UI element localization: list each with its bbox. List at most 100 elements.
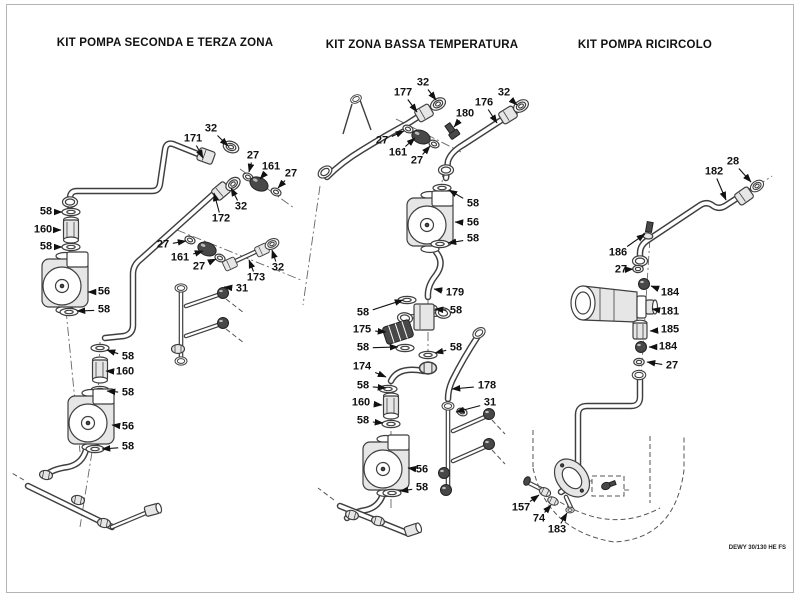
callout-arrow-160 (373, 400, 383, 408)
part-callout-58: 58 (39, 205, 53, 218)
part-callout-56: 56 (121, 420, 135, 433)
callout-arrow-56 (407, 465, 417, 473)
callout-arrow-31 (455, 405, 481, 414)
callout-arrow-27 (207, 258, 217, 266)
part-callout-74: 74 (532, 512, 546, 525)
part-callout-58: 58 (97, 303, 111, 316)
callout-arrow-58 (434, 306, 447, 314)
callout-arrow-27 (172, 239, 187, 246)
callout-arrow-157 (529, 494, 540, 503)
callout-arrow-58 (372, 299, 404, 311)
part-callout-58: 58 (415, 481, 429, 494)
callout-arrow-177 (407, 99, 418, 113)
part-callout-58: 58 (449, 304, 463, 317)
part-callout-184: 184 (658, 340, 678, 353)
part-callout-27: 27 (284, 167, 298, 180)
callout-arrow-172 (212, 192, 220, 213)
callout-arrow-27 (646, 360, 663, 367)
part-callout-177: 177 (393, 86, 413, 99)
part-callout-27: 27 (410, 154, 424, 167)
part-callout-161: 161 (261, 160, 281, 173)
diagram-title-zona-bassa-temperatura: KIT ZONA BASSA TEMPERATURA (325, 39, 519, 51)
part-callout-31: 31 (235, 282, 249, 295)
part-callout-32: 32 (271, 261, 285, 274)
part-callout-58: 58 (121, 350, 135, 363)
recirculation-pump-illustration (570, 285, 659, 323)
part-callout-58: 58 (466, 197, 480, 210)
part-callout-27: 27 (246, 149, 260, 162)
callout-arrow-28 (738, 168, 752, 183)
part-callout-172: 172 (211, 212, 231, 225)
diagram-title-seconda-terza-zona: KIT POMPA SECONDA E TERZA ZONA (56, 37, 274, 49)
kit-pompa-ricircolo-drawing (523, 175, 773, 543)
detail-part-illustration (601, 480, 617, 491)
part-callout-58: 58 (356, 341, 370, 354)
part-callout-179: 179 (445, 286, 465, 299)
callout-arrow-161 (405, 137, 416, 147)
part-callout-184: 184 (660, 286, 680, 299)
part-callout-58: 58 (39, 240, 53, 253)
callout-arrow-173 (248, 259, 256, 272)
part-callout-160: 160 (115, 365, 135, 378)
part-callout-32: 32 (234, 200, 248, 213)
fitting-157-illustration (523, 476, 531, 486)
callout-arrow-58 (106, 349, 119, 356)
part-callout-178: 178 (477, 379, 497, 392)
part-callout-56: 56 (415, 463, 429, 476)
callout-arrow-27 (391, 130, 405, 138)
part-callout-183: 183 (547, 523, 567, 536)
part-callout-180: 180 (455, 107, 475, 120)
part-callout-182: 182 (704, 165, 724, 178)
part-callout-160: 160 (33, 223, 53, 236)
part-callout-171: 171 (183, 132, 203, 145)
model-code: DEWY 30/130 HE FS (728, 545, 786, 551)
part-callout-175: 175 (352, 323, 372, 336)
mixing-valve-175-illustration (382, 303, 452, 345)
callout-arrow-74 (543, 504, 552, 514)
part-callout-160: 160 (351, 396, 371, 409)
callout-arrow-56 (111, 422, 121, 430)
callout-arrow-175 (375, 328, 387, 335)
callout-arrow-58 (399, 486, 413, 494)
callout-arrow-161 (259, 170, 268, 180)
part-callout-27: 27 (192, 260, 206, 273)
part-callout-32: 32 (204, 122, 218, 135)
part-callout-56: 56 (97, 285, 111, 298)
diagram-title-pompa-ricircolo: KIT POMPA RICIRCOLO (577, 39, 713, 51)
callout-arrow-178 (451, 384, 474, 392)
part-callout-58: 58 (121, 440, 135, 453)
part-180-illustration (444, 122, 461, 140)
part-callout-32: 32 (497, 86, 511, 99)
callout-arrow-171 (195, 145, 204, 159)
callout-arrows (52, 89, 752, 524)
callout-arrow-32 (230, 187, 239, 201)
callout-arrow-32 (427, 89, 437, 101)
part-callout-181: 181 (660, 305, 680, 318)
part-callout-58: 58 (356, 306, 370, 319)
callout-arrow-182 (716, 178, 727, 201)
callout-arrow-27 (247, 162, 255, 173)
callout-arrow-183 (559, 512, 568, 524)
callout-arrow-58 (372, 384, 387, 391)
callout-arrow-58 (106, 388, 119, 396)
bolt-186-illustration (642, 221, 654, 240)
callout-arrow-27 (277, 179, 287, 189)
callout-arrow-176 (487, 109, 498, 124)
part-callout-27: 27 (614, 263, 628, 276)
part-callout-157: 157 (511, 501, 531, 514)
callout-arrow-58 (372, 418, 384, 426)
part-callout-56: 56 (466, 216, 480, 229)
tank-flange-illustration (553, 458, 591, 498)
callout-arrow-186 (626, 233, 646, 247)
kit-zona-bassa-temperatura-drawing (302, 92, 532, 538)
part-callout-185: 185 (660, 323, 680, 336)
part-callout-32: 32 (416, 76, 430, 89)
part-callout-58: 58 (449, 341, 463, 354)
kit-seconda-terza-zona-drawing (9, 138, 302, 531)
part-callout-186: 186 (608, 246, 628, 259)
callout-arrow-58 (434, 347, 447, 355)
part-callout-174: 174 (352, 360, 372, 373)
callout-arrow-180 (453, 118, 462, 128)
